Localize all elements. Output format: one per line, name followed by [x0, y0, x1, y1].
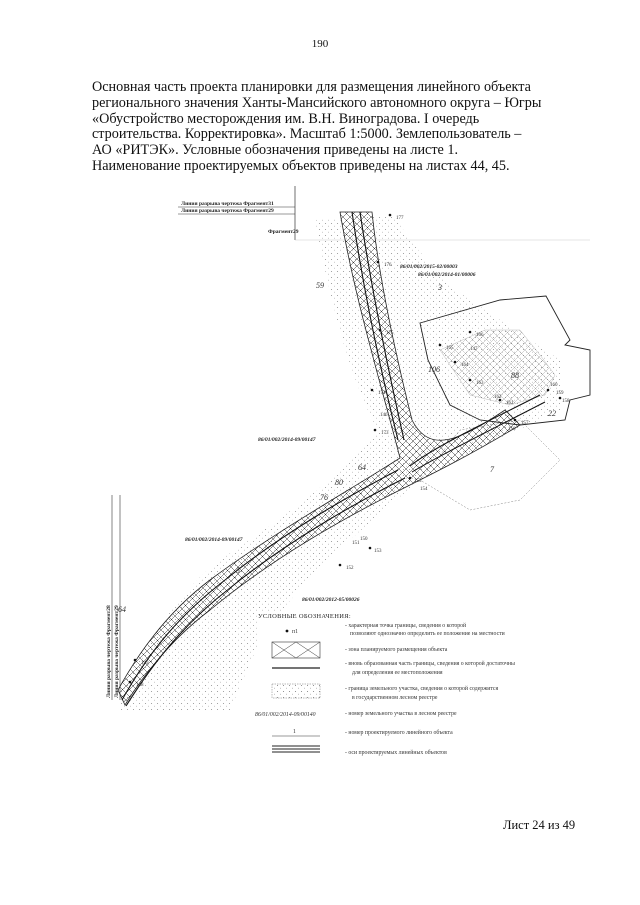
point-number: 158 [562, 399, 570, 404]
boundary-points [128, 213, 562, 684]
parcel-label: 86/01/002/2012-05/00026 [302, 597, 360, 603]
legend-item-text: - граница земельного участка, сведения о… [345, 685, 498, 692]
legend-item-text: позволяют однозначно определить ее полож… [350, 631, 505, 637]
point-symbol-icon [285, 629, 289, 633]
area-number: 64 [118, 605, 126, 614]
point-number: 175 [386, 331, 394, 336]
cut-line-label: Линия разрыва чертежа Фрагмент28 [106, 605, 112, 698]
point-number: 159 [556, 391, 564, 396]
point-number: 161 [506, 401, 514, 406]
point-number: 147 [470, 347, 478, 352]
parcel-label: 86/01/002/2014-01/00006 [418, 272, 476, 278]
cut-line-label: Линия разрыва чертежа Фрагмент31 [181, 201, 274, 207]
area-number: 76 [320, 493, 328, 502]
point-number: 166 [476, 333, 484, 338]
legend-sample-object-number: 1 [293, 729, 296, 735]
point-number: 165 [446, 346, 454, 351]
heading-line: регионального значения Ханты-Мансийского… [92, 94, 542, 111]
point-number: 177 [396, 216, 404, 221]
legend-item-text: - номер земельного участка в лесном реес… [345, 711, 457, 717]
point-number: 154 [420, 487, 428, 492]
point-number: 146 [380, 413, 388, 418]
heading-line: Основная часть проекта планировки для ра… [92, 79, 531, 95]
legend-title: УСЛОВНЫЕ ОБОЗНАЧЕНИЯ: [258, 613, 351, 620]
cut-line-label: Линия разрыва чертежа Фрагмент29 [114, 605, 120, 698]
cut-line-label: Линия разрыва чертежа Фрагмент29 [181, 208, 274, 214]
pad-inner [439, 329, 556, 406]
pipeline-axes [121, 211, 546, 707]
fragment-label: Фрагмент29 [268, 229, 299, 235]
legend-item-text: - зона планируемого размещения объекта [345, 646, 448, 653]
point-number: 176 [384, 263, 392, 268]
point-number: 164 [461, 363, 469, 368]
point-number: 156 [508, 427, 516, 432]
parcel-label: 86/01/002/2014-09/00147 [258, 437, 316, 443]
area-number: 22 [548, 409, 556, 418]
heading-line: «Обустройство месторождения им. В.Н. Вин… [92, 110, 480, 127]
point-number: 151 [352, 541, 360, 546]
point-number: 157 [521, 421, 529, 426]
planned-corridor [117, 211, 521, 706]
area-number: 106 [428, 365, 440, 374]
point-number: 163 [476, 381, 484, 386]
pad-outline [419, 295, 591, 426]
sheet-footer: Лист 24 из 49 [503, 818, 576, 832]
point-number: 149 [141, 661, 149, 666]
legend-sample-parcel-number: 86/01/002/2014-09/00140 [255, 711, 316, 718]
legend-item-text: для определения ее местоположения [352, 670, 443, 676]
point-number: 153 [374, 549, 382, 554]
legend-item-text: - вновь образованная часть границы, свед… [345, 660, 515, 667]
page-number: 190 [311, 38, 329, 50]
area-number: 80 [335, 478, 343, 487]
point-number: 162 [494, 395, 502, 400]
point-number: 155 [414, 479, 422, 484]
legend-item-text: - номер проектируемого линейного объекта [345, 729, 453, 736]
point-number: 174 [378, 391, 386, 396]
area-number: 64 [358, 463, 366, 472]
parcel-label: 86/01/002/2014-09/00147 [185, 537, 243, 543]
area-number: 59 [316, 281, 324, 290]
document-heading: Основная часть проекта планировки для ра… [92, 79, 562, 175]
area-number: 88 [511, 371, 519, 380]
area-number: 5 [236, 566, 240, 575]
area-number: 3 [437, 283, 442, 292]
heading-line: строительства. Корректировка». Масштаб 1… [92, 126, 522, 143]
point-number: 160 [550, 383, 558, 388]
forest-parcel-symbol-icon [271, 683, 321, 699]
point-number: 150 [360, 537, 368, 542]
legend: УСЛОВНЫЕ ОБОЗНАЧЕНИЯ: п1 - характерная т… [255, 612, 588, 772]
heading-line: Наименование проектируемых объектов прив… [92, 157, 510, 174]
point-number: 152 [346, 566, 354, 571]
area-number: 7 [490, 465, 495, 474]
heading-line: АО «РИТЭК». Условные обозначения приведе… [92, 142, 459, 159]
legend-item-text: - оси проектируемых линейных объектов [345, 749, 447, 756]
legend-item-text: в государственном лесном реестре [352, 695, 438, 701]
legend-point-label: п1 [292, 629, 298, 635]
point-number: 173 [381, 431, 389, 436]
legend-item-text: - характерная точка границы, сведения о … [345, 622, 466, 629]
parcel-7 [419, 419, 561, 511]
point-number: 148 [136, 683, 144, 688]
pipeline-axis-symbol-icon [272, 745, 320, 753]
parcel-label: 86/01/002/2015-02/00003 [400, 264, 458, 270]
